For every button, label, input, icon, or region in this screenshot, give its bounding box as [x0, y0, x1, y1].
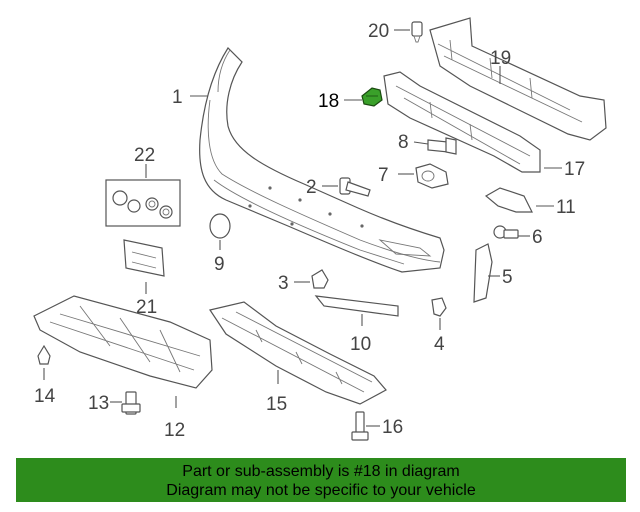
callout-2[interactable]: 2	[306, 177, 317, 198]
callout-16[interactable]: 16	[382, 417, 403, 438]
part-5-side-bracket[interactable]	[473, 243, 493, 303]
part-21-bracket[interactable]	[123, 239, 165, 277]
part-9-plug[interactable]	[209, 213, 231, 239]
part-12-undercover[interactable]	[33, 295, 213, 389]
part-1-bumper-cover[interactable]	[199, 47, 445, 273]
part-19-reinforcement[interactable]	[429, 17, 607, 141]
callout-22[interactable]: 22	[134, 145, 155, 166]
callout-19[interactable]: 19	[490, 48, 511, 69]
banner-line-2: Diagram may not be specific to your vehi…	[166, 482, 476, 499]
part-8-bolt[interactable]	[427, 137, 457, 155]
part-15-lower-cover[interactable]	[209, 301, 387, 405]
part-22-grommet-kit[interactable]	[105, 179, 181, 227]
callout-11[interactable]: 11	[556, 197, 576, 218]
callout-20[interactable]: 20	[368, 21, 389, 42]
callout-9[interactable]: 9	[214, 254, 225, 275]
banner-line-1: Part or sub-assembly is #18 in diagram	[182, 463, 460, 480]
part-20-bolt[interactable]	[411, 21, 423, 43]
callout-4[interactable]: 4	[434, 334, 445, 355]
part-7-housing[interactable]	[415, 163, 449, 189]
part-16-bolt[interactable]	[351, 411, 369, 441]
part-18-clip[interactable]	[361, 87, 383, 107]
part-3-clip[interactable]	[311, 269, 329, 289]
callout-7[interactable]: 7	[378, 165, 389, 186]
callout-17[interactable]: 17	[564, 159, 585, 180]
part-13-bolt[interactable]	[121, 391, 141, 415]
part-11-bracket[interactable]	[484, 187, 533, 213]
callout-18[interactable]: 18	[318, 91, 339, 112]
leader-8	[413, 141, 429, 145]
callout-8[interactable]: 8	[398, 132, 409, 153]
part-10-molding[interactable]	[314, 295, 399, 317]
callout-21[interactable]: 21	[136, 297, 157, 318]
callout-13[interactable]: 13	[88, 393, 109, 414]
callout-14[interactable]: 14	[34, 386, 56, 407]
part-17-absorber[interactable]	[383, 71, 541, 173]
part-4-clip[interactable]	[431, 297, 447, 317]
callout-12[interactable]: 12	[164, 420, 185, 441]
callout-10[interactable]: 10	[350, 334, 371, 355]
part-14-clip[interactable]	[37, 344, 51, 365]
callout-5[interactable]: 5	[502, 267, 513, 288]
callout-15[interactable]: 15	[266, 394, 287, 415]
callout-3[interactable]: 3	[278, 273, 289, 294]
callout-1[interactable]: 1	[172, 87, 183, 108]
callout-6[interactable]: 6	[532, 227, 543, 248]
part-2-bolt[interactable]	[339, 177, 371, 197]
part-6-bolt[interactable]	[493, 225, 519, 239]
info-banner: Part or sub-assembly is #18 in diagram D…	[16, 458, 626, 502]
